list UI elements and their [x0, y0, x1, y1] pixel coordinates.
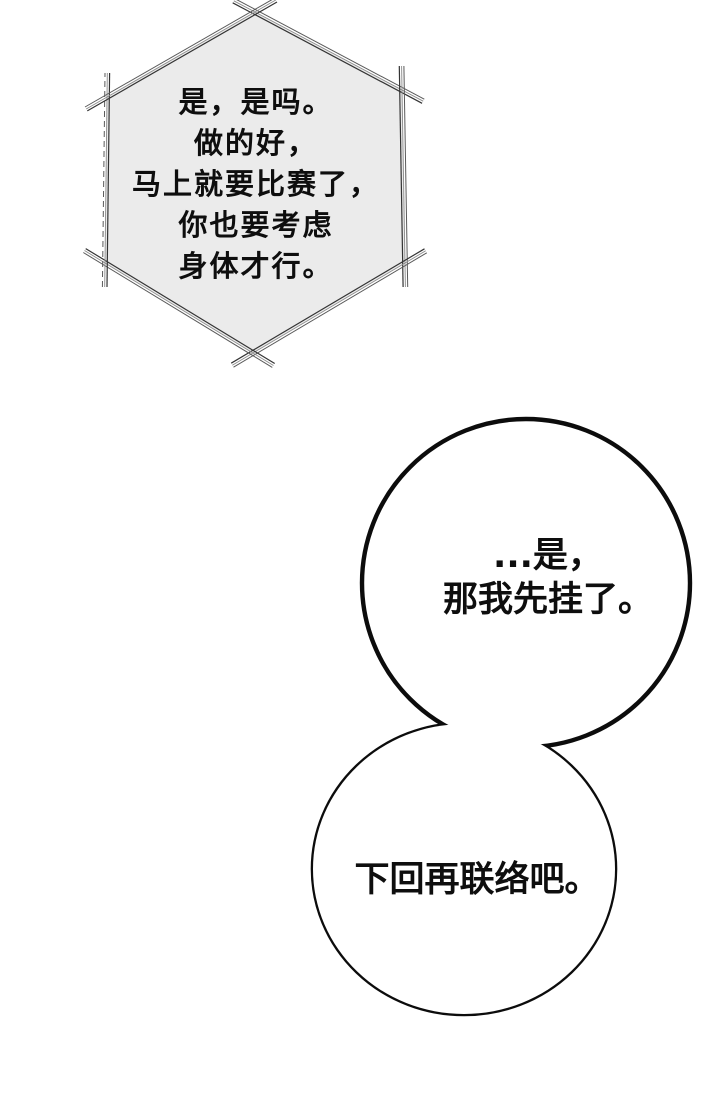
- hexagon-border-line: [85, 0, 277, 110]
- caption-line-5: 身体才行。: [178, 249, 334, 283]
- hexagon-border-line: [230, 248, 425, 364]
- hexagon-border-line: [104, 72, 108, 288]
- bubble-bottom-line-1: 下回再联络吧。: [354, 860, 600, 900]
- hexagon-border-line: [106, 72, 111, 288]
- hexagon-border-line: [233, 0, 424, 102]
- hexagon-border-line: [84, 0, 273, 108]
- hexagon-caption-border: [83, 0, 428, 368]
- speech-bubble-bottom-text: 下回再联络吧。: [307, 857, 647, 903]
- hexagon-border-line: [87, 1, 278, 112]
- hexagon-border-line: [398, 65, 404, 288]
- caption-line-1: 是，是吗。: [178, 85, 334, 119]
- hexagon-border-line: [233, 252, 428, 368]
- hexagon-border-line: [85, 248, 276, 365]
- caption-line-4: 你也要考虑: [178, 208, 334, 242]
- hexagon-border-line: [236, 0, 425, 100]
- speech-bubble-top-text: ...是， 那我先挂了。: [378, 534, 718, 622]
- speech-bubble-bottom-fill-patch: [313, 724, 615, 1014]
- hexagon-border-line: [83, 252, 273, 368]
- caption-line-2: 做的好，: [193, 126, 318, 160]
- bubble-top-line-2: 那我先挂了。: [442, 580, 653, 620]
- hexagon-border-line: [403, 65, 409, 288]
- hexagon-caption-fill: [105, 12, 405, 353]
- hexagon-border-line: [84, 250, 274, 366]
- hexagon-border-line: [232, 250, 426, 366]
- caption-line-3: 马上就要比赛了，: [131, 167, 380, 201]
- hexagon-border-line: [401, 65, 406, 288]
- bubble-top-line-1: ...是，: [493, 536, 603, 576]
- hexagon-caption-text: 是，是吗。 做的好， 马上就要比赛了， 你也要考虑 身体才行。: [96, 82, 416, 287]
- hexagon-border-line: [101, 72, 106, 288]
- hexagon-border-line: [232, 2, 423, 104]
